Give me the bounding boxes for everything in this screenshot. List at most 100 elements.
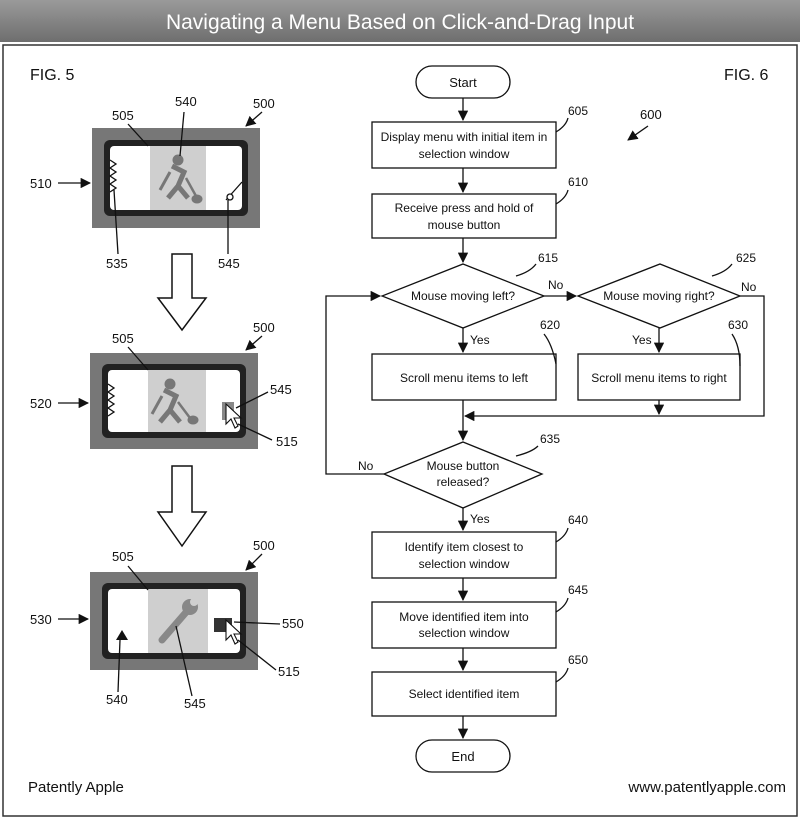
left-menu-edge-icon — [106, 383, 116, 417]
ref-505: 505 — [112, 108, 134, 123]
ref-600: 600 — [640, 107, 662, 122]
step-605 — [371, 121, 557, 169]
branch-no-625: No — [741, 280, 757, 294]
step-610-line1: Receive press and hold of — [395, 201, 534, 215]
leader-545 — [235, 391, 269, 409]
ref-540: 540 — [106, 692, 128, 707]
ref-520: 520 — [30, 396, 52, 411]
mouse-cursor-icon — [225, 618, 243, 645]
step-640-line1: Identify item closest to — [405, 540, 524, 554]
branch-no-635: No — [358, 459, 374, 473]
decision-635-line2: released? — [437, 475, 490, 489]
pointer-500 — [245, 553, 263, 571]
ref-505: 505 — [112, 549, 134, 564]
ref-535: 535 — [106, 256, 128, 271]
ref-615: 615 — [538, 251, 558, 265]
step-630-label: Scroll menu items to right — [591, 371, 727, 385]
ref-640: 640 — [568, 513, 588, 527]
branch-yes-625: Yes — [632, 333, 652, 347]
step-645-line1: Move identified item into — [399, 610, 529, 624]
menu-panel-3 — [90, 572, 258, 670]
leader-505 — [127, 346, 149, 371]
leader-505 — [127, 565, 149, 591]
leader-515 — [237, 423, 273, 441]
branch-yes-635: Yes — [470, 512, 490, 526]
step-645-line2: selection window — [419, 626, 510, 640]
leader-535 — [113, 189, 119, 255]
leader-540 — [117, 639, 121, 693]
footer-url: www.patentlyapple.com — [627, 779, 786, 796]
decision-625-label: Mouse moving right? — [603, 289, 715, 303]
leader-540 — [179, 111, 185, 157]
end-terminal — [415, 739, 511, 773]
ref-510: 510 — [30, 176, 52, 191]
step-620-label: Scroll menu items to left — [400, 371, 529, 385]
ref-545: 545 — [218, 256, 240, 271]
step-605-line2: selection window — [419, 147, 510, 161]
ref-635: 635 — [540, 432, 560, 446]
header-bar — [0, 0, 800, 42]
leader-620 — [543, 333, 557, 365]
leader-610 — [555, 189, 569, 205]
decision-635-line1: Mouse button — [427, 459, 500, 473]
ref-545: 545 — [184, 696, 206, 711]
step-650 — [371, 671, 557, 717]
ref-620: 620 — [540, 318, 560, 332]
branch-yes-615: Yes — [470, 333, 490, 347]
menu-panel-1 — [92, 128, 260, 228]
header-title: Navigating a Menu Based on Click-and-Dra… — [166, 11, 634, 34]
footer-brand: Patently Apple — [28, 779, 124, 796]
mouse-cursor-icon — [225, 402, 243, 429]
ref-610: 610 — [568, 175, 588, 189]
leader-650 — [555, 667, 569, 683]
step-640-line2: selection window — [419, 557, 510, 571]
wrench-icon — [158, 598, 198, 644]
content-frame — [2, 44, 798, 817]
down-arrow-icon — [156, 253, 208, 332]
construction-worker-icon — [150, 378, 199, 425]
ref-500: 500 — [253, 96, 275, 111]
leader-615 — [515, 263, 537, 277]
leader-630 — [731, 333, 741, 367]
partial-item-icon — [226, 193, 234, 201]
leader-640 — [555, 527, 569, 543]
ref-515: 515 — [276, 434, 298, 449]
fig5-title: FIG. 5 — [30, 67, 75, 84]
step-645 — [371, 601, 557, 649]
ref-645: 645 — [568, 583, 588, 597]
construction-worker-icon — [158, 154, 203, 204]
step-610-line2: mouse button — [428, 218, 501, 232]
leader-515 — [237, 639, 277, 671]
step-610 — [371, 193, 557, 239]
leader-550 — [233, 621, 281, 625]
ref-500: 500 — [253, 320, 275, 335]
flow-arrow — [325, 290, 384, 475]
pointer-500 — [245, 111, 263, 127]
leader-645 — [555, 597, 569, 613]
step-650-label: Select identified item — [409, 687, 520, 701]
pointer-500 — [245, 335, 263, 351]
partial-item-icon — [116, 630, 128, 640]
ref-625: 625 — [736, 251, 756, 265]
ref-630: 630 — [728, 318, 748, 332]
ref-545: 545 — [270, 382, 292, 397]
decision-615-label: Mouse moving left? — [411, 289, 515, 303]
ref-515: 515 — [278, 664, 300, 679]
fig6-title: FIG. 6 — [724, 67, 769, 84]
leader-625 — [711, 263, 733, 277]
ref-530: 530 — [30, 612, 52, 627]
ref-540: 540 — [175, 94, 197, 109]
branch-no-615: No — [548, 278, 564, 292]
leader-605 — [555, 117, 569, 133]
step-605-line1: Display menu with initial item in — [381, 130, 548, 144]
down-arrow-icon — [156, 465, 208, 548]
leader-545 — [175, 625, 193, 697]
decision-625 — [576, 263, 742, 329]
leader-505 — [127, 123, 149, 147]
end-label: End — [451, 749, 474, 764]
ref-500: 500 — [253, 538, 275, 553]
ref-550: 550 — [282, 616, 304, 631]
flow-arrow — [463, 295, 765, 422]
step-640 — [371, 531, 557, 579]
